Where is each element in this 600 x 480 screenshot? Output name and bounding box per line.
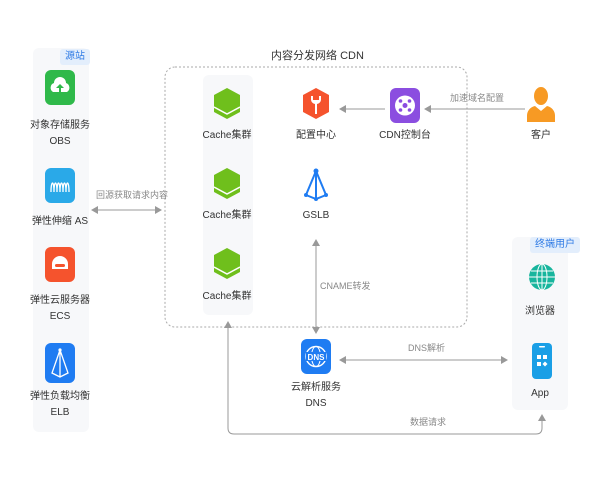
origin-elb-label: 弹性负载均衡 (30, 391, 90, 402)
load-balancer-icon (45, 343, 75, 383)
hexagon-stack-icon (214, 168, 240, 199)
data-request-label: 数据请求 (410, 417, 447, 427)
config-center-label: 配置中心 (296, 130, 336, 141)
hexagon-stack-icon (214, 88, 240, 119)
hexagon-stack-icon (214, 248, 240, 279)
globe-icon (529, 263, 555, 291)
origin-obs-label: 对象存储服务 (30, 120, 90, 131)
data-request-arrow (224, 321, 546, 435)
cloud-upload-icon (45, 70, 75, 105)
origin-as-label: 弹性伸缩 AS (31, 216, 89, 227)
cdn-title: 内容分发网络 CDN (271, 50, 364, 62)
gslb-icon (304, 168, 328, 201)
domain-config-label: 加速域名配置 (450, 93, 505, 103)
origin-ecs-sub: ECS (49, 311, 71, 322)
origin-badge: 源站 (60, 49, 90, 65)
dns-glyph-text: DNS (308, 353, 326, 362)
cache-cluster-2-label: Cache集群 (202, 210, 252, 221)
scaling-icon (45, 168, 75, 203)
cdn-boundary (164, 66, 468, 328)
app-icon (532, 343, 552, 379)
dns-resolve-label: DNS解析 (408, 343, 446, 353)
app-label: App (531, 388, 549, 399)
browser-label: 浏览器 (525, 306, 555, 317)
end-users-badge: 终端用户 (530, 237, 580, 253)
wrench-icon (303, 88, 329, 119)
cdn-console-label: CDN控制台 (379, 130, 431, 141)
cname-label: CNAME转发 (320, 281, 371, 291)
person-icon (527, 87, 555, 122)
dns-label: 云解析服务 (291, 382, 341, 393)
origin-elb-sub: ELB (50, 407, 70, 418)
origin-ecs-label: 弹性云服务器 (30, 295, 90, 306)
dns-icon: DNS (301, 339, 331, 374)
origin-fetch-label: 回源获取请求内容 (96, 190, 169, 200)
gslb-label: GSLB (302, 210, 330, 221)
dns-sub: DNS (305, 398, 327, 409)
cache-cluster-1-label: Cache集群 (202, 130, 252, 141)
cache-cluster-3-label: Cache集群 (202, 291, 252, 302)
customer-label: 客户 (531, 130, 551, 141)
server-icon (45, 247, 75, 282)
console-icon (390, 88, 420, 123)
origin-obs-sub: OBS (49, 136, 71, 147)
